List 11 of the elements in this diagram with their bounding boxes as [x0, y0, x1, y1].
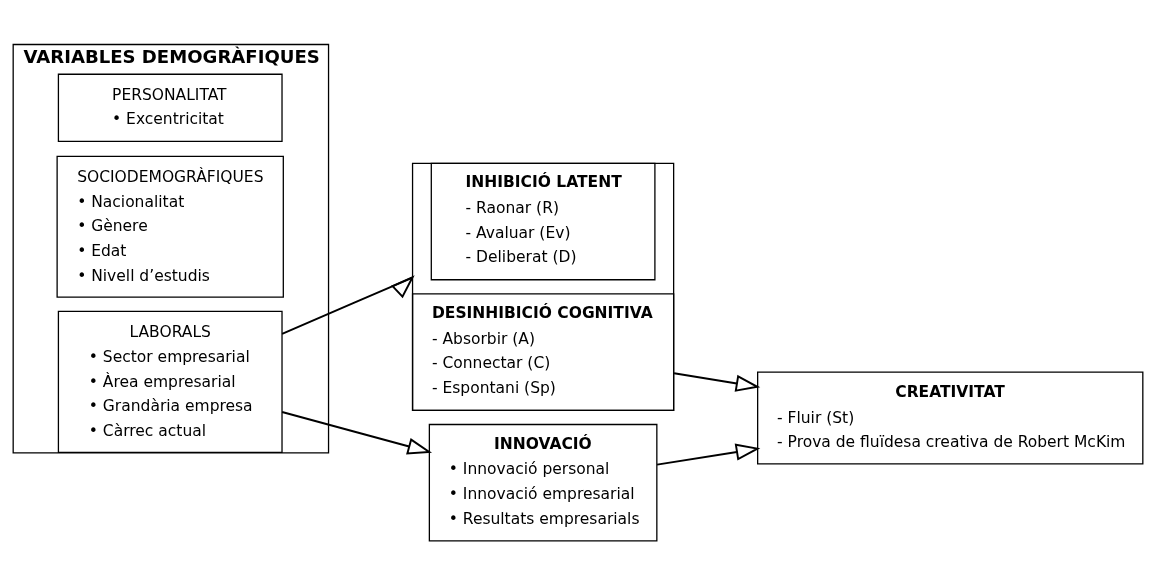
arrow	[281, 410, 433, 455]
arrow	[673, 371, 761, 392]
arrow	[656, 443, 761, 466]
arrow	[281, 274, 415, 335]
node-box: LABORALS • Sector empresarial • Àrea empresarial • Grandària empresa • Càrrec actual	[57, 310, 283, 453]
node-box: INNOVACIÓ • Innovació personal • Innovació empresarial • Resultats empresarials	[428, 423, 658, 541]
node-box: PERSONALITAT • Excentricitat	[57, 73, 283, 142]
node-box: CREATIVITAT - Fluir (St) - Prova de fluïdesa creativa de Robert McKim	[757, 371, 1144, 465]
node-box: SOCIODEMOGRÀFIQUES • Nacionalitat • Gènere • Edat • Nivell d’estudis	[56, 155, 284, 298]
node-box: DESINHIBICIÓ COGNITIVA - Absorbir (A) - Connectar (C) - Espontani (Sp)	[411, 292, 675, 411]
node-box: INHIBICIÓ LATENT - Raonar (R) - Avaluar (Ev) - Deliberat (D)	[430, 162, 656, 280]
